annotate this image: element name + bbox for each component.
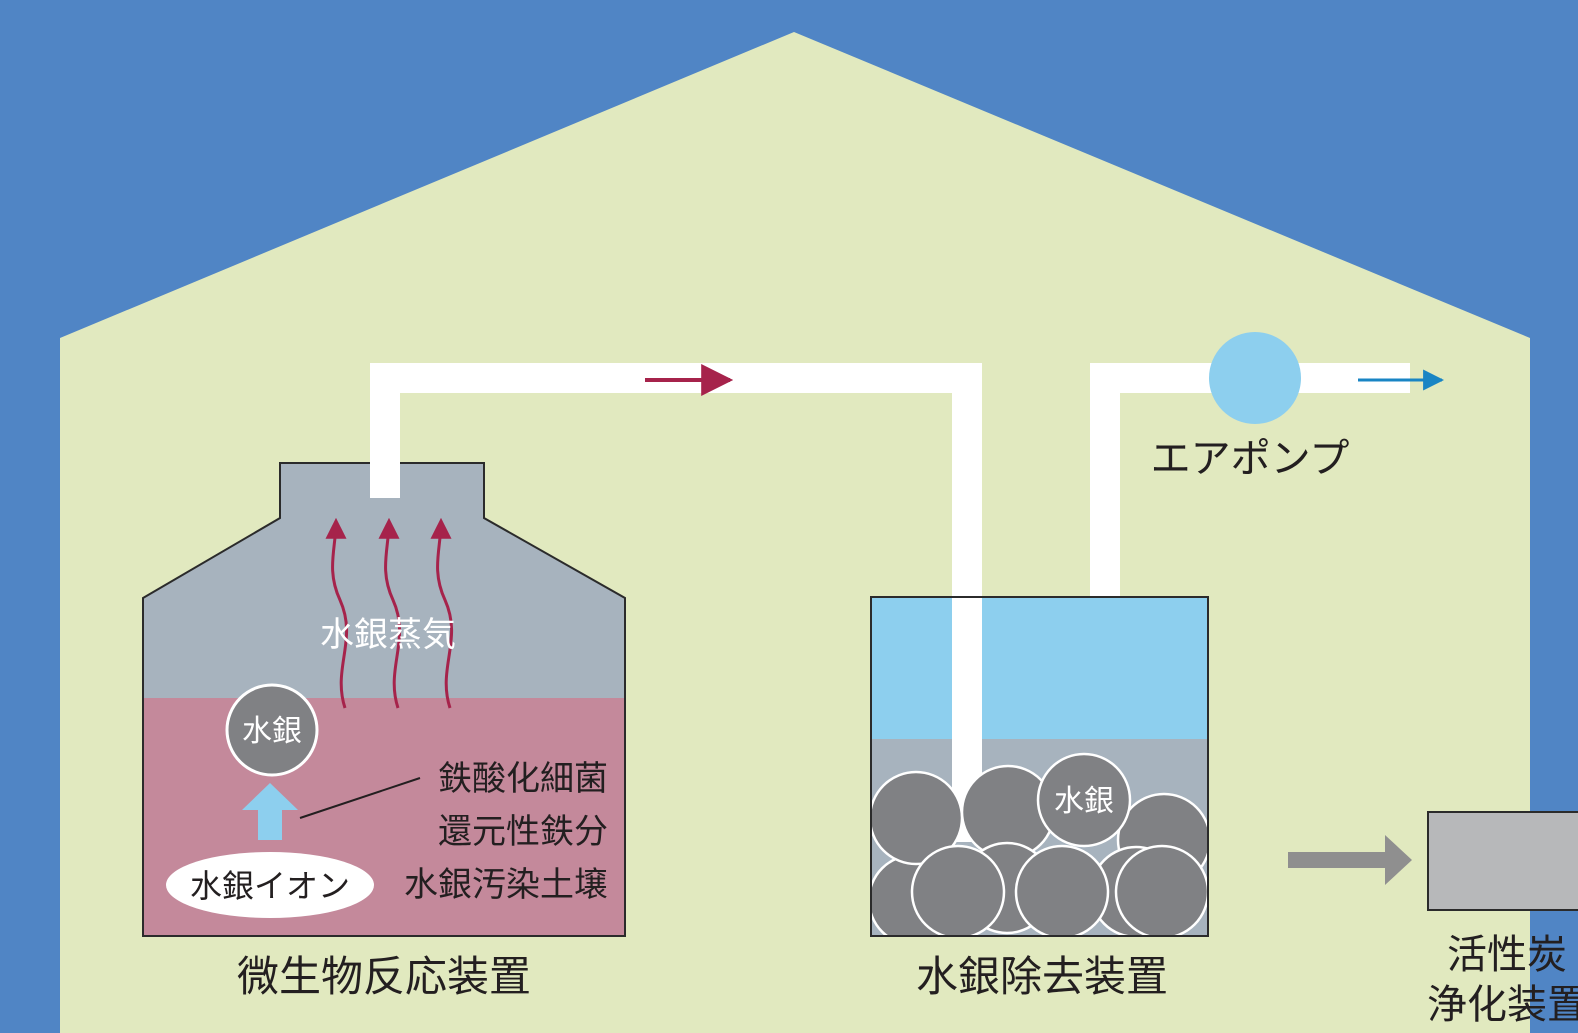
adsorbent-ball [1114,844,1208,936]
contaminated-soil-label: 水銀汚染土壌 [404,865,608,905]
removal-water [871,597,1208,739]
vapor-arrow-icon [325,517,349,709]
mercury-ball-reactor-label: 水銀 [242,714,302,749]
leader-line [299,777,421,819]
mercury-vapor-label: 水銀蒸気 [320,615,456,655]
mercury-ball-removal-label: 水銀 [1054,784,1114,819]
reduced-iron-label: 還元性鉄分 [438,812,608,852]
reactor-name-label: 微生物反応装置 [237,952,531,1001]
air-pump-label: エアポンプ [1151,436,1350,482]
removal-outline [870,596,1209,937]
reactor-gas-space [143,463,625,698]
removal-name-label: 水銀除去装置 [916,952,1168,1001]
pipe-removal-to-pump [1090,363,1410,597]
iron-oxidizing-bacteria-label: 鉄酸化細菌 [438,759,608,799]
vapor-arrows [325,517,454,709]
adsorbent-balls [871,752,1208,936]
vapor-arrow-icon [430,517,454,709]
mercury-ion-ellipse [166,852,374,918]
adsorbent-ball [1014,844,1110,936]
reactor-outline [142,462,626,937]
adsorbent-ball [910,844,1006,936]
carbon-unit-label-line1: 活性炭 [1447,932,1567,978]
carbon-unit-label-line2: 浄化装置 [1427,982,1578,1028]
mercury-removal-unit [870,596,1209,937]
vapor-arrow-icon [378,517,402,709]
mercury-ball-removal [1036,752,1132,848]
mercury-ball-reactor [225,683,319,777]
mercury-ion-label: 水銀イオン [190,867,350,905]
gray-flow-arrow-icon [1288,835,1412,885]
air-pump-icon [1209,332,1301,424]
conversion-up-arrow-icon [242,783,298,840]
carbon-unit-box [1427,811,1578,911]
